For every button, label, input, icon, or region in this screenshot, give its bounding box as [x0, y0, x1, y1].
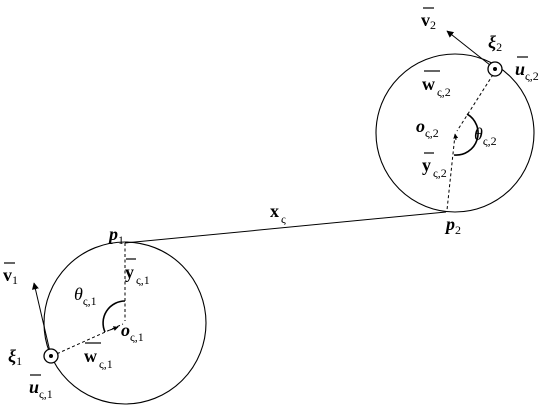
overbars [4, 7, 528, 376]
label-p1: p1 [107, 224, 124, 247]
label-o2: oς,2 [416, 116, 439, 140]
out-of-plane-symbol-2 [487, 61, 503, 77]
circle-1 [43, 241, 207, 405]
label-xi2: ξ2 [488, 32, 502, 54]
radius-y2 [446, 134, 456, 211]
circle-2 [375, 53, 535, 213]
angle-arc-1 [102, 300, 126, 333]
label-u1: uς,1 [29, 377, 53, 401]
label-xi1: ξ1 [8, 346, 22, 368]
label-theta2: θς,2 [474, 124, 497, 148]
velocity-v1 [32, 282, 52, 357]
tangent-line [124, 211, 447, 244]
label-theta1: θς,1 [74, 284, 97, 308]
label-u2: uς,2 [515, 59, 539, 83]
radius-w1 [51, 323, 124, 357]
label-v1: v1 [3, 265, 18, 287]
label-p2: p2 [444, 214, 461, 237]
velocity-v2 [446, 30, 496, 70]
arc-2-arrow [453, 133, 459, 141]
arc-1-arrow [109, 326, 119, 331]
label-o1: oς,1 [121, 320, 144, 344]
out-of-plane-symbol-1 [43, 348, 59, 364]
radius-w2 [456, 69, 497, 132]
label-v2: v2 [421, 10, 436, 32]
angle-arc-2 [453, 113, 479, 156]
